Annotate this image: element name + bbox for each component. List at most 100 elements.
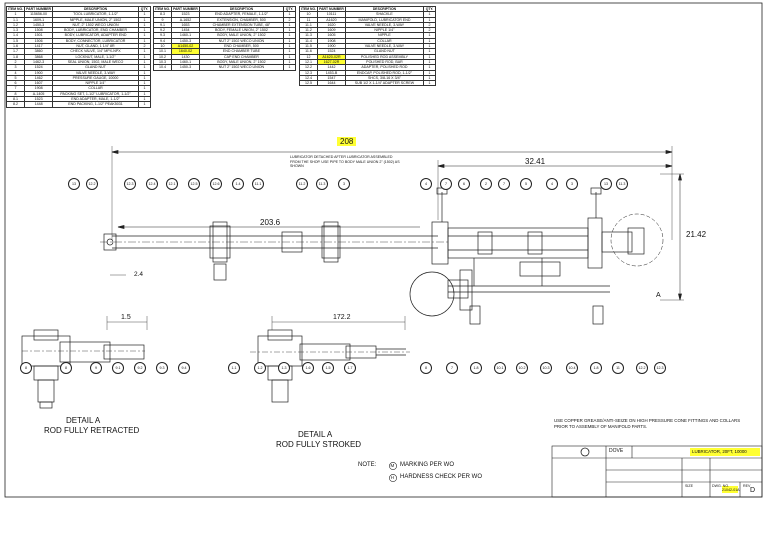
item-callout: 11.2: [296, 178, 308, 190]
bom-header-qty: QTY.: [138, 5, 151, 13]
bom-quantity: 2: [283, 16, 296, 23]
bom-header-item: ITEM NO.: [152, 5, 173, 13]
bom-quantity: 2: [423, 21, 436, 29]
bom-part-number: 1462: [24, 74, 54, 82]
bom-item-number: 3: [5, 64, 26, 71]
item-callout: 13: [68, 178, 80, 190]
bom-part-number: 1607: [24, 80, 54, 87]
bom-quantity: 1: [423, 11, 436, 18]
bom-description: EXTENSION, CHAMBER, 500: [198, 16, 285, 23]
item-callout: 10.2: [516, 362, 528, 374]
bom-description: POLISHED ROD ASSEMBLY: [344, 53, 425, 60]
item-callout: 1.5: [322, 362, 334, 374]
dimension-right-length: 32.41: [525, 157, 546, 166]
bom-item-number: 10.1: [152, 48, 173, 55]
bom-item-number: 12.4: [298, 74, 319, 82]
bom-header-item: ITEM NO.: [5, 5, 26, 13]
detail-stroked-subtitle: ROD FULLY STROKED: [276, 440, 362, 449]
bom-description: NIPPLE: [344, 32, 425, 39]
bom-item-number: 1.4: [5, 32, 26, 39]
bom-quantity: 1: [283, 48, 296, 55]
item-callout: 9: [90, 362, 102, 374]
item-callout: 12.6: [210, 178, 222, 190]
bom-description: ENDCAP, POLISHED ROD, 1-1/2": [344, 69, 425, 76]
bom-item-number: 11.3: [298, 32, 319, 39]
bom-quantity: 1: [138, 90, 151, 98]
bom-header-desc: DESCRIPTION: [198, 5, 285, 13]
bom-part-number: 1609-1: [24, 16, 54, 23]
item-callout: 3: [566, 178, 578, 190]
item-callout: 12.5: [188, 178, 200, 190]
bom-description: BODY, MALE UNION, 2" 1502: [198, 32, 285, 39]
bom-description: PACKING SET, 1-1/2" LUBRICATOR, 1-1/2": [52, 90, 139, 98]
bom-quantity: 2: [138, 43, 151, 50]
hardness-symbol: [389, 474, 397, 482]
bom-item-number: 1.1: [5, 16, 26, 23]
bom-item-number: 1: [5, 11, 26, 18]
bom-quantity: 1: [423, 16, 436, 23]
bom-quantity: 1: [423, 58, 436, 66]
bom-quantity: 1: [283, 11, 296, 18]
bom-item-number: 9.3: [152, 32, 173, 39]
item-callout: 4: [546, 178, 558, 190]
item-callout: 1.7: [344, 362, 356, 374]
bom-item-number: 7: [5, 85, 26, 92]
general-note: USE COPPER GREASE/ANTI-SEIZE ON HIGH PRE…: [554, 418, 741, 429]
bom-quantity: 1: [283, 58, 296, 66]
bom-description: SUB 1/2 X 1-1/4" ADAPTER SCREW: [344, 80, 425, 87]
bom-part-number: 3868: [24, 53, 54, 60]
bom-item-number: 11.4: [298, 37, 319, 45]
bom-quantity: 1: [138, 32, 151, 39]
item-callout: 13: [600, 178, 612, 190]
bom-item-number: 1.5: [5, 37, 26, 45]
bom-quantity: 1: [138, 16, 151, 23]
item-callout: 7: [446, 362, 458, 374]
bom-item-number: 11.1: [298, 21, 319, 29]
bom-quantity: 1: [283, 43, 296, 50]
bom-item-number: 10.2: [152, 53, 173, 60]
bom-item-number: 12: [298, 53, 319, 60]
bom-part-number: 115656-00: [24, 11, 54, 18]
item-callout: 12.1: [166, 178, 178, 190]
item-callout: 10.3: [540, 362, 552, 374]
item-callout: 3: [338, 178, 350, 190]
bom-description: BODY, FEMALE UNION, 2" 1502: [198, 27, 285, 34]
sheet-border: [4, 2, 763, 498]
item-callout: 5: [520, 178, 532, 190]
title-company: DOVE: [609, 448, 624, 454]
item-callout: 6: [458, 178, 470, 190]
bom-description: SHCS, 3/8-16 X 3/4": [344, 74, 425, 82]
item-callout: 1.8: [470, 362, 482, 374]
item-callout: 2: [480, 178, 492, 190]
bom-part-number: 1417: [24, 43, 54, 50]
bom-item-number: 8: [5, 90, 26, 98]
bom-part-number: 1508: [24, 27, 54, 34]
bom-description: MANIFOLD, LUBRICATOR END: [344, 16, 425, 23]
bom-item-number: 9.4: [152, 37, 173, 45]
bom-item-number: 11: [298, 16, 319, 23]
bom-item-number: 1.2: [5, 21, 26, 29]
dimension-height: 21.42: [686, 230, 707, 239]
title-drawing-number: 21042-01A: [722, 488, 740, 492]
item-callout: 10.1: [494, 362, 506, 374]
item-callout: 12.2: [636, 362, 648, 374]
bom-quantity: 1: [423, 53, 436, 60]
bom-item-number: 5: [5, 74, 26, 82]
item-callout: 8: [60, 362, 72, 374]
